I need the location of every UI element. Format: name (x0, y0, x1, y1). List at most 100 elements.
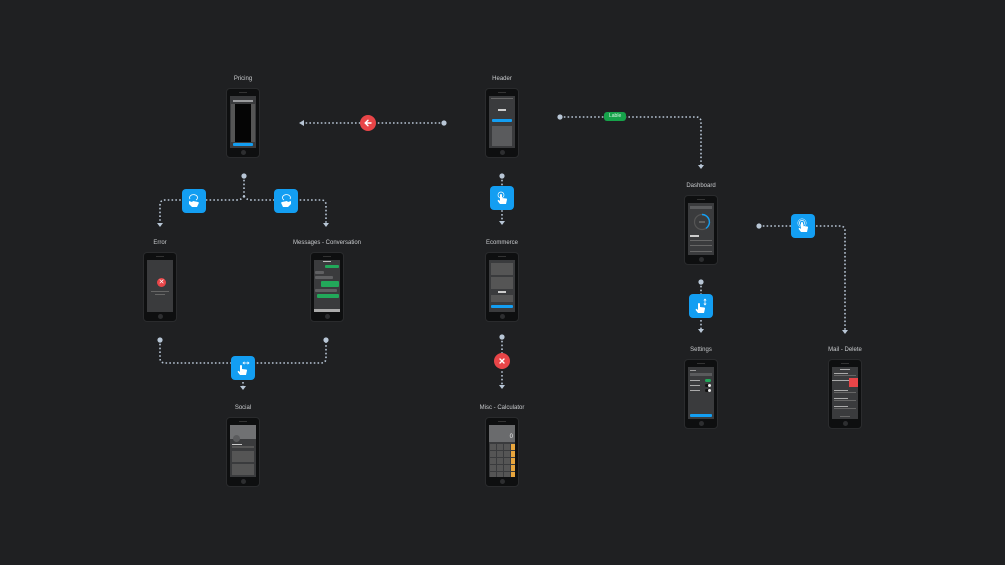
phone-messages[interactable] (310, 252, 344, 322)
wire-start-dot (499, 173, 505, 179)
mail-item-preview (834, 375, 856, 376)
arrow-left-icon (364, 119, 372, 127)
message-in (315, 289, 337, 292)
message-in (315, 271, 324, 274)
phone-speaker (498, 92, 506, 93)
back-trigger[interactable] (360, 115, 376, 131)
social-name (232, 444, 242, 445)
close-icon (499, 358, 505, 364)
connection-label-pill[interactable]: Lable (604, 112, 627, 121)
calc-key (497, 451, 503, 457)
phone-speaker (697, 363, 705, 364)
wire-start-dot (698, 279, 704, 285)
arrowhead (299, 120, 304, 126)
error-message (151, 291, 169, 292)
buy-button (491, 305, 513, 308)
swipe-right-trigger[interactable] (274, 189, 298, 213)
double-tap-trigger[interactable] (791, 214, 815, 238)
calc-key (504, 472, 510, 477)
close-trigger[interactable] (494, 353, 510, 369)
product-details (491, 295, 513, 302)
messages-title (323, 261, 331, 262)
calc-keypad (490, 444, 515, 477)
message-out (325, 265, 339, 268)
mail-item-preview (834, 400, 856, 401)
phone-ecommerce[interactable] (485, 252, 519, 322)
arrowhead (499, 385, 505, 389)
calc-operator-key (511, 472, 515, 477)
calc-key (490, 472, 496, 477)
pricing-header-bar (233, 100, 253, 102)
screen-title-calculator: Misc - Calculator (479, 405, 525, 411)
settings-input (690, 373, 712, 376)
wire-start-dot (499, 334, 505, 340)
tap-hand-icon (497, 191, 508, 204)
mail-tabs (840, 369, 850, 370)
phone-social[interactable] (226, 417, 260, 487)
product-tile (491, 277, 503, 289)
swipe-left-trigger[interactable] (182, 189, 206, 213)
phone-dashboard[interactable] (684, 195, 718, 265)
product-title (498, 291, 506, 293)
dashboard-progress-ring (693, 213, 711, 231)
pricing-card (235, 104, 251, 142)
phone-header[interactable] (485, 88, 519, 158)
swipe-horizontal-trigger[interactable] (231, 356, 255, 380)
swipe-horizontal-hand-icon (237, 361, 250, 375)
settings-toggle-on (705, 379, 711, 382)
phone-speaker (498, 421, 506, 422)
phone-speaker (841, 363, 849, 364)
phone-screen (688, 367, 714, 419)
arrowhead (698, 329, 704, 333)
phone-screen (489, 96, 515, 148)
screen-title-mail-delete: Mail - Delete (828, 347, 862, 353)
phone-home-button (500, 150, 505, 155)
social-avatar (233, 435, 240, 442)
calc-operator-key (511, 444, 515, 450)
tap-trigger[interactable] (490, 186, 514, 210)
phone-pricing[interactable] (226, 88, 260, 158)
phone-error[interactable]: ✕ (143, 252, 177, 322)
calc-key (490, 444, 496, 450)
phone-speaker (239, 421, 247, 422)
dashboard-row (690, 251, 712, 252)
swipe-vertical-trigger[interactable] (689, 294, 713, 318)
phone-screen (688, 203, 714, 255)
phone-home-button (158, 314, 163, 319)
phone-calculator[interactable]: 0 (485, 417, 519, 487)
calc-key (504, 458, 510, 464)
phone-home-button (843, 421, 848, 426)
settings-row-label (690, 380, 700, 381)
phone-speaker (323, 256, 331, 257)
calc-key (490, 451, 496, 457)
calc-key (497, 444, 503, 450)
mail-item-preview (834, 392, 856, 393)
calc-key (490, 458, 496, 464)
calc-key (497, 458, 503, 464)
dashboard-row (690, 245, 712, 246)
wire-pricing-error (159, 195, 245, 224)
phone-mail-delete[interactable] (828, 359, 862, 429)
screen-title-pricing: Pricing (233, 76, 253, 82)
phone-settings[interactable] (684, 359, 718, 429)
settings-toggle-off (705, 389, 711, 392)
mail-delete-action (849, 378, 858, 387)
arrowhead (698, 165, 704, 169)
phone-home-button (241, 479, 246, 484)
wire-start-dot (323, 337, 329, 343)
phone-home-button (500, 479, 505, 484)
phone-home-button (699, 257, 704, 262)
swipe-hand-icon (281, 194, 291, 207)
header-title (498, 109, 506, 111)
phone-home-button (699, 421, 704, 426)
settings-toggle-off (705, 384, 711, 387)
phone-home-button (325, 314, 330, 319)
social-photo (242, 451, 254, 462)
phone-speaker (697, 199, 705, 200)
social-photo (232, 451, 244, 462)
mail-footer (840, 416, 850, 417)
calc-display (489, 425, 515, 442)
wire-start-dot (157, 337, 163, 343)
pricing-cta-button (233, 143, 253, 146)
wire-dashboard-mail (759, 225, 846, 331)
